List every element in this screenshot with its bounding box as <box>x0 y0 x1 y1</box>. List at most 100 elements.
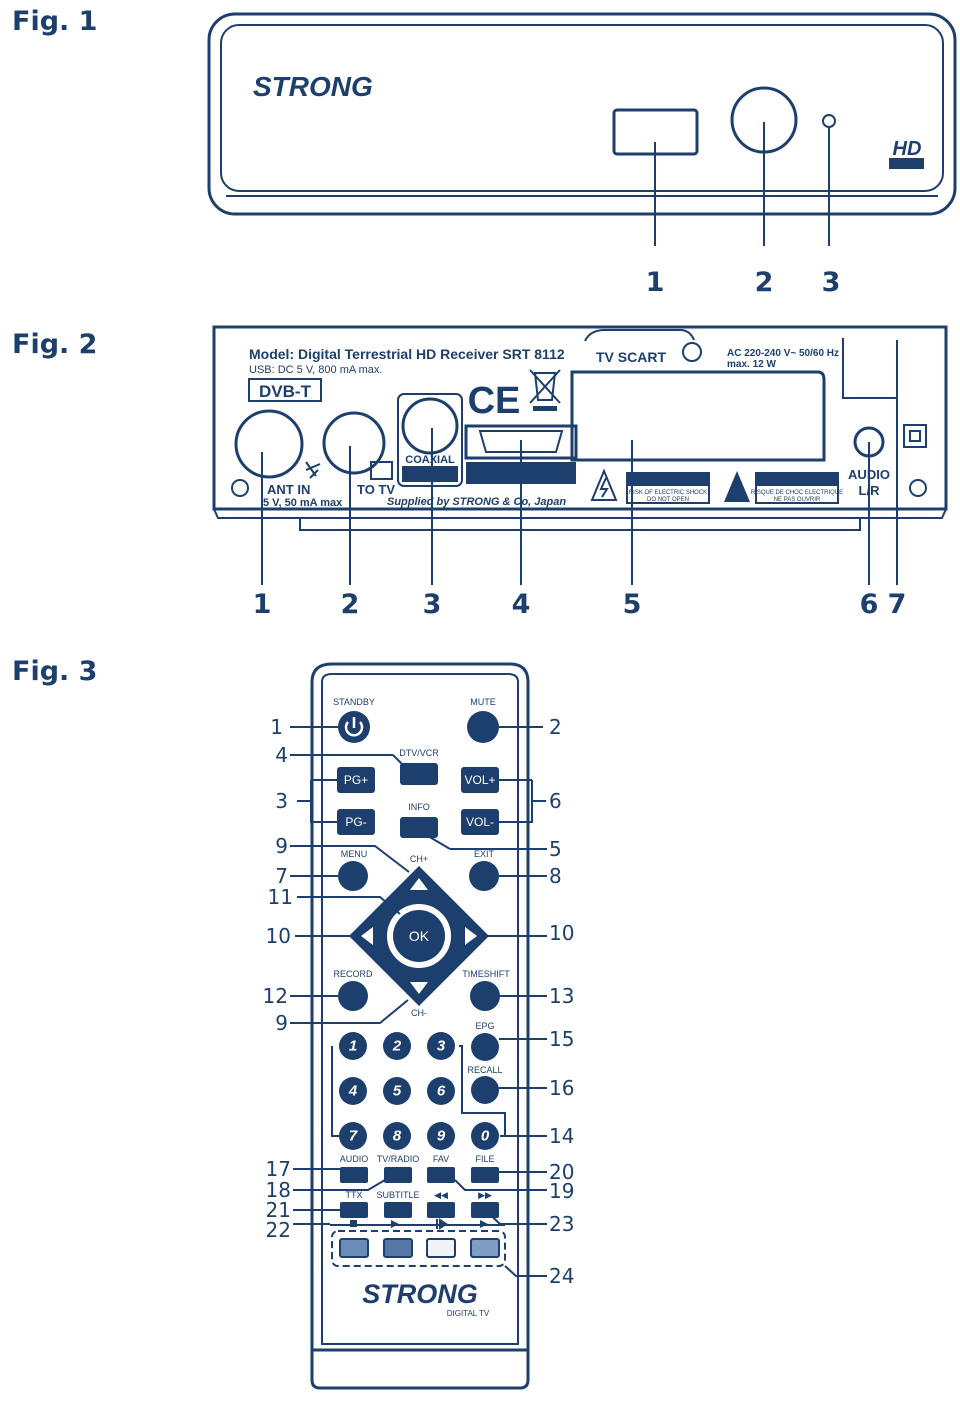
rc-callout-10a: 10 <box>266 924 291 948</box>
dtv-vcr-label: DTV/VCR <box>399 748 439 758</box>
ant-in-label: ANT IN <box>267 482 310 497</box>
hd-badge-text: HD <box>893 138 922 160</box>
pg-minus-button[interactable] <box>337 809 375 835</box>
scart-port <box>570 370 826 462</box>
rc-callout-1: 1 <box>270 715 283 739</box>
ch-down-arrow-icon[interactable] <box>410 982 428 994</box>
ok-text: OK <box>409 928 430 944</box>
fig2-callout-6: 6 <box>860 589 879 620</box>
color-key-3-button[interactable] <box>426 1238 456 1258</box>
vol-plus-button[interactable] <box>461 767 499 793</box>
supplied-by-line: Supplied by STRONG & Co, Japan <box>387 496 566 508</box>
info-label: INFO <box>408 802 430 812</box>
left-arrow-icon[interactable] <box>361 927 373 945</box>
rear-model-line: Model: Digital Terrestrial HD Receiver S… <box>249 346 565 362</box>
coaxial-connector <box>401 397 459 455</box>
remote-control: STANDBY MUTE DTV/VCR PG+ PG- VOL+ VOL- I… <box>310 662 530 1390</box>
ce-mark: CE <box>468 380 521 422</box>
power-icon <box>344 717 364 737</box>
digit-6-button[interactable] <box>427 1077 455 1105</box>
digit-5-button[interactable] <box>383 1077 411 1105</box>
rc-callout-14: 14 <box>549 1124 574 1148</box>
rc-callout-19: 19 <box>549 1179 574 1203</box>
fig2-callout-3: 3 <box>423 589 442 620</box>
subtitle-button[interactable] <box>384 1202 412 1218</box>
caution-line-1: RISK OF ELECTRIC SHOCK <box>629 490 707 496</box>
dtv-vcr-button[interactable] <box>400 763 438 785</box>
ch-plus-label: CH+ <box>410 854 428 864</box>
rc-callout-3: 3 <box>275 789 288 813</box>
rc-callout-16: 16 <box>549 1076 574 1100</box>
info-button[interactable] <box>400 817 438 838</box>
digit-9-button[interactable] <box>427 1122 455 1150</box>
digit-0-button[interactable] <box>471 1122 499 1150</box>
menu-button[interactable] <box>338 861 368 891</box>
coaxial-frame <box>397 393 463 487</box>
audio-label-rc: AUDIO <box>340 1154 369 1164</box>
to-tv-connector <box>322 411 386 475</box>
rear-panel: Model: Digital Terrestrial HD Receiver S… <box>212 325 948 531</box>
timeshift-button[interactable] <box>470 981 500 1011</box>
ttx-label: TTX <box>346 1190 363 1200</box>
color-key-4-button[interactable] <box>470 1238 500 1258</box>
rc-callout-15: 15 <box>549 1027 574 1051</box>
digit-7-button[interactable] <box>339 1122 367 1150</box>
rc-callout-12: 12 <box>263 984 288 1008</box>
file-button[interactable] <box>471 1167 499 1183</box>
caution-title: CAUTION <box>641 473 696 487</box>
tv-badge-text: TV <box>901 159 913 169</box>
fig1-leaders <box>654 122 830 246</box>
attention-line-2: NE PAS OUVRIR <box>774 497 821 503</box>
fav-button[interactable] <box>427 1167 455 1183</box>
ttx-button[interactable] <box>340 1202 368 1218</box>
digit-1-button[interactable] <box>339 1032 367 1060</box>
slow-icon <box>436 1218 448 1230</box>
rewind-icon: ◀◀ <box>434 1190 448 1200</box>
lightning-warning-icon <box>590 468 618 501</box>
digit-9-text: 9 <box>437 1128 446 1145</box>
tv-radio-button[interactable] <box>384 1167 412 1183</box>
ch-up-arrow-icon[interactable] <box>410 878 428 890</box>
digit-4-text: 4 <box>348 1083 358 1100</box>
color-key-2-button[interactable] <box>383 1238 413 1258</box>
double-insulation-icon <box>903 424 927 448</box>
mute-button[interactable] <box>467 711 499 743</box>
rc-callout-13: 13 <box>549 984 574 1008</box>
epg-button[interactable] <box>471 1033 499 1061</box>
audio-button[interactable] <box>340 1167 368 1183</box>
skip-icon <box>480 1220 488 1228</box>
digit-4-button[interactable] <box>339 1077 367 1105</box>
digit-8-button[interactable] <box>383 1122 411 1150</box>
pg-plus-button[interactable] <box>337 767 375 793</box>
coaxial-label: COAXIAL <box>405 454 455 466</box>
rear-usb-line: USB: DC 5 V, 800 mA max. <box>249 364 382 376</box>
record-button[interactable] <box>338 981 368 1011</box>
rc-callout-20: 20 <box>549 1160 574 1184</box>
vol-minus-button[interactable] <box>461 809 499 835</box>
digit-7-text: 7 <box>349 1128 358 1145</box>
exit-button[interactable] <box>469 861 499 891</box>
weee-bin-icon <box>529 369 561 411</box>
fav-label: FAV <box>433 1154 449 1164</box>
rc-callout-11: 11 <box>268 885 293 909</box>
digit-0-text: 0 <box>481 1128 490 1145</box>
timeshift-label: TIMESHIFT <box>462 969 510 979</box>
ok-button[interactable] <box>393 910 445 962</box>
pg-plus-text: PG+ <box>344 773 368 787</box>
right-arrow-icon[interactable] <box>465 927 477 945</box>
recall-button[interactable] <box>471 1076 499 1104</box>
stop-icon <box>350 1220 357 1227</box>
rewind-button[interactable] <box>427 1202 455 1218</box>
spdif-label: S/PDIF <box>411 468 450 482</box>
hd-tv-badge: HD TV <box>889 138 924 169</box>
digit-2-button[interactable] <box>383 1032 411 1060</box>
vol-minus-text: VOL- <box>466 815 494 829</box>
color-key-1-button[interactable] <box>339 1238 369 1258</box>
caution-line-2: DO NOT OPEN <box>647 497 689 503</box>
rc-callout-22: 22 <box>266 1218 291 1242</box>
pg-minus-text: PG- <box>345 815 366 829</box>
front-panel: STRONG HD TV <box>207 12 957 216</box>
digit-3-button[interactable] <box>427 1032 455 1060</box>
playback-icons-strip <box>330 1218 505 1230</box>
